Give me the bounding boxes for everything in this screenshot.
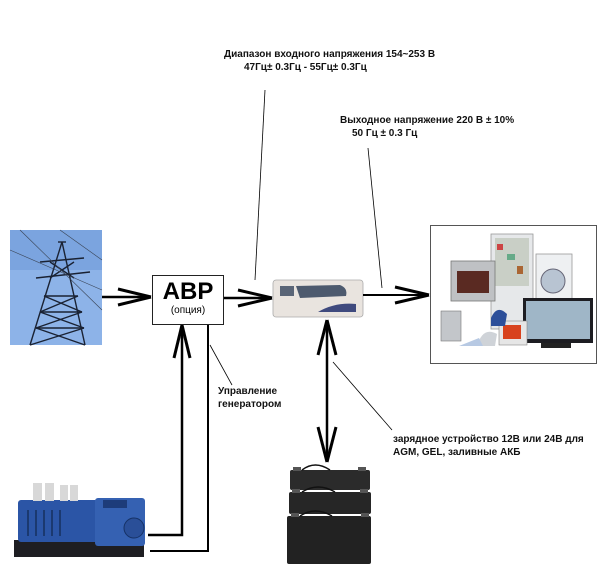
power-tower-icon — [9, 229, 103, 346]
inverter-icon — [272, 279, 364, 318]
output-voltage-label: Выходное напряжение 220 В ± 10% 50 Гц ± … — [340, 114, 514, 140]
arrow-inverter-to-appliances — [363, 285, 430, 305]
input-frequency-range: 47Гц± 0.3Гц - 55Гц± 0.3Гц — [244, 62, 367, 73]
generator-control-line — [150, 324, 209, 552]
input-voltage-label: Диапазон входного напряжения 154~253 В 4… — [224, 48, 435, 74]
output-voltage: Выходное напряжение 220 В ± 10% — [340, 115, 515, 126]
abr-subtitle: (опция) — [170, 305, 206, 316]
abr-box: АВР (опция) — [152, 275, 224, 325]
charger-line1: зарядное устройство 12В или 24В для — [393, 434, 584, 445]
output-callout-line — [367, 147, 383, 289]
input-callout-line — [254, 89, 266, 281]
generator-control-callout-line — [209, 344, 233, 386]
arrow-generator-to-abr — [148, 324, 192, 537]
input-voltage-range: Диапазон входного напряжения 154~253 В — [224, 49, 436, 60]
home-appliances-icon — [440, 233, 593, 348]
arrow-abr-to-inverter — [223, 288, 273, 308]
charger-line2: AGM, GEL, заливные АКБ — [393, 447, 521, 458]
generator-control-line2: генератором — [218, 399, 282, 410]
appliances-frame — [430, 225, 597, 364]
battery-stack-icon — [287, 464, 371, 564]
charger-label: зарядное устройство 12В или 24В для AGM,… — [393, 433, 584, 459]
diesel-generator-icon — [14, 483, 145, 557]
arrow-grid-to-abr — [102, 287, 152, 307]
abr-title: АВР — [162, 278, 214, 305]
arrow-inverter-batteries — [316, 319, 338, 463]
output-frequency: 50 Гц ± 0.3 Гц — [352, 128, 418, 139]
generator-control-label: Управление генератором — [218, 385, 281, 411]
charger-callout-line — [332, 361, 393, 431]
generator-control-line1: Управление — [218, 386, 278, 397]
